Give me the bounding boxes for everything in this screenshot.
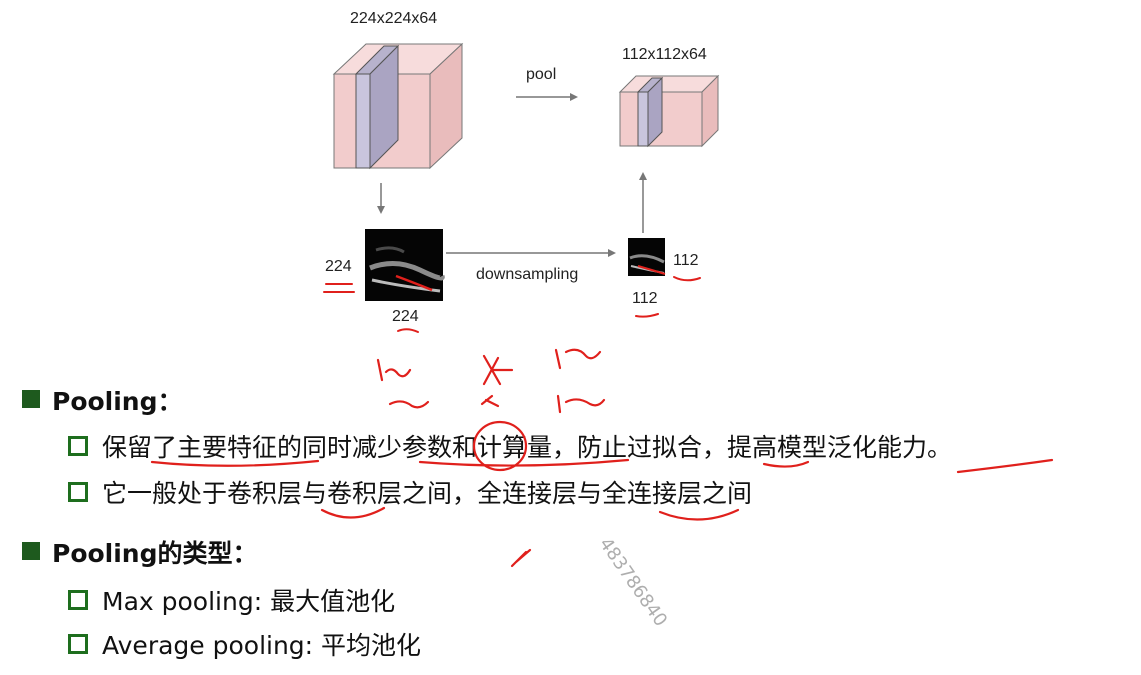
bullet-outline-square-icon bbox=[68, 436, 88, 456]
output-height-label: 112 bbox=[632, 290, 658, 307]
output-width-label: 112 bbox=[673, 252, 699, 269]
types-heading: Pooling的类型： bbox=[52, 539, 258, 568]
output-volume-label: 112x112x64 bbox=[622, 46, 707, 63]
pooling-diagram bbox=[323, 42, 720, 333]
up-arrow bbox=[639, 172, 647, 233]
input-height-label: 224 bbox=[325, 258, 352, 275]
downsampling-label: downsampling bbox=[476, 266, 579, 283]
pooling-heading: Pooling： bbox=[52, 387, 183, 416]
types-item-1: Max pooling: 最大值池化 bbox=[102, 587, 396, 616]
output-volume bbox=[618, 74, 720, 148]
pool-arrow bbox=[516, 93, 578, 101]
pool-label: pool bbox=[526, 66, 557, 83]
pooling-item-2: 它一般处于卷积层与卷积层之间，全连接层与全连接层之间 bbox=[102, 479, 753, 508]
bullet-square-icon bbox=[22, 390, 40, 408]
bullet-square-icon bbox=[22, 542, 40, 560]
output-feature-map bbox=[628, 238, 666, 276]
input-width-label: 224 bbox=[392, 308, 419, 325]
bullet-outline-square-icon bbox=[68, 482, 88, 502]
down-arrow bbox=[377, 183, 385, 214]
downsampling-arrow bbox=[446, 249, 616, 257]
bullet-outline-square-icon bbox=[68, 590, 88, 610]
handwriting-annotations bbox=[323, 276, 701, 333]
input-volume bbox=[332, 42, 464, 170]
types-item-2: Average pooling: 平均池化 bbox=[102, 631, 422, 660]
bullet-outline-square-icon bbox=[68, 634, 88, 654]
input-volume-label: 224x224x64 bbox=[350, 10, 438, 27]
input-feature-map bbox=[365, 229, 445, 301]
